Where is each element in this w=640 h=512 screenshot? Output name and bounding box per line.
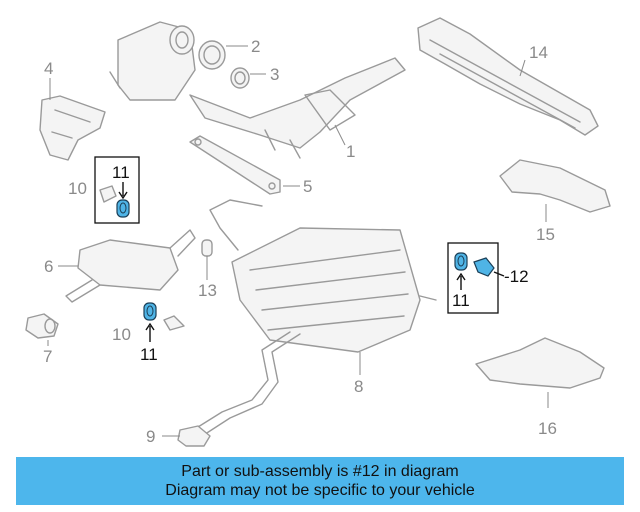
callout-4: 4 <box>44 59 53 78</box>
exhaust-parts-diagram: 1 2 3 4 5 6 7 8 9 10 10 11 11 11 -12 13 … <box>25 17 611 447</box>
part-8-rear-muffler[interactable] <box>189 199 437 441</box>
leader-1 <box>334 124 346 146</box>
callout-11-target: 11 <box>452 291 470 310</box>
callout-9: 9 <box>146 427 155 446</box>
detail-box-part-12 <box>447 242 499 314</box>
callout-10-lower: 10 <box>112 325 131 344</box>
part-16-under-shield[interactable] <box>475 337 605 389</box>
part-11-lower-insulator[interactable] <box>143 302 157 321</box>
callout-14: 14 <box>529 43 548 62</box>
callout-10-upper: 10 <box>68 179 87 198</box>
callout-5: 5 <box>303 177 312 196</box>
part-10-lower-bracket[interactable] <box>163 315 185 331</box>
callout-11-upper: 11 <box>112 163 130 182</box>
part-10-upper-bracket[interactable] <box>99 185 117 203</box>
callout-11-lower: 11 <box>140 345 158 364</box>
callout-15: 15 <box>536 225 555 244</box>
part-1-catalytic-converter[interactable] <box>109 21 406 159</box>
part-3-seal-ring[interactable] <box>230 67 250 89</box>
part-2-gasket[interactable] <box>198 40 226 70</box>
leader-14 <box>519 59 526 77</box>
part-12-hanger-bracket[interactable] <box>473 257 495 277</box>
leader-12 <box>493 271 505 277</box>
callout-3: 3 <box>270 65 279 84</box>
callout-1: 1 <box>346 142 355 161</box>
detail-box-upper <box>94 156 140 224</box>
part-6-front-muffler[interactable] <box>65 229 196 303</box>
part-11-upper-insulator[interactable] <box>116 199 130 218</box>
part-4-bracket[interactable] <box>39 95 106 161</box>
callout-12: -12 <box>504 267 529 286</box>
leader-11-lower <box>145 322 155 342</box>
callout-13: 13 <box>198 281 217 300</box>
info-banner: Part or sub-assembly is #12 in diagram D… <box>16 457 624 505</box>
banner-line-1: Part or sub-assembly is #12 in diagram <box>181 463 459 480</box>
callout-6: 6 <box>44 257 53 276</box>
callout-16: 16 <box>538 419 557 438</box>
part-14-heat-shield[interactable] <box>417 17 599 136</box>
leader-11-upper <box>118 182 128 200</box>
part-13-hanger[interactable] <box>201 239 213 257</box>
part-9-clamp[interactable] <box>177 425 211 447</box>
callout-8: 8 <box>354 377 363 396</box>
callout-7: 7 <box>43 347 52 366</box>
part-11-target-insulator[interactable] <box>454 252 468 271</box>
part-15-heat-shield[interactable] <box>499 159 611 213</box>
banner-line-2: Diagram may not be specific to your vehi… <box>165 482 475 499</box>
part-5-support-bracket[interactable] <box>189 135 281 195</box>
callout-2: 2 <box>251 37 260 56</box>
part-7-clamp[interactable] <box>25 313 59 339</box>
leader-11-target <box>456 272 466 290</box>
